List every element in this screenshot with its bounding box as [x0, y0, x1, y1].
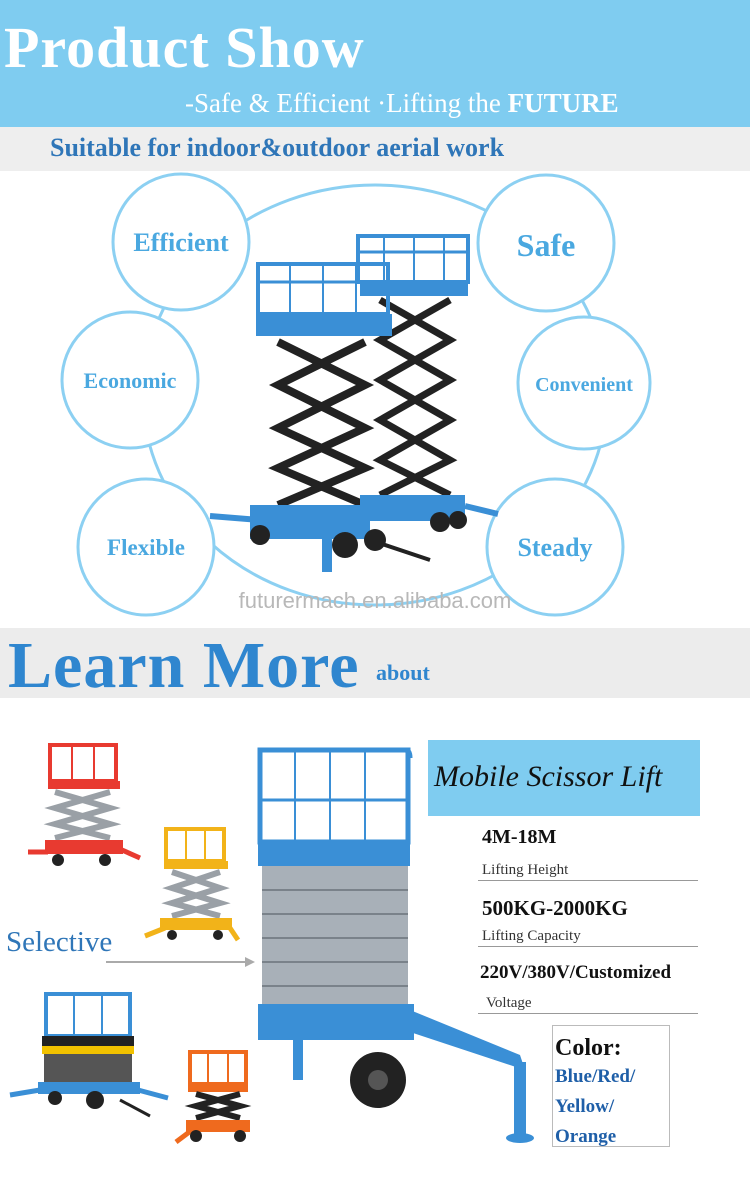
spec-capacity-value: 500KG-2000KG	[482, 896, 628, 920]
header-subtitle: -Safe & Efficient ·Lifting the FUTURE	[185, 88, 619, 119]
product-name-box	[428, 740, 700, 816]
learn-more-suffix: about	[376, 660, 430, 685]
color-title: Color:	[555, 1035, 622, 1061]
yellow-lift-image	[144, 827, 241, 942]
subtitle-emphasis: FUTURE	[507, 88, 619, 118]
subtitle-prefix: -Safe & Efficient ·Lifting the	[185, 88, 508, 118]
website-watermark: futurermach.en.alibaba.com	[238, 588, 512, 613]
selective-label: Selective	[6, 926, 113, 958]
spec-divider	[478, 880, 698, 881]
feature-label-steady: Steady	[517, 533, 592, 562]
spec-height-value: 4M-18M	[482, 826, 557, 848]
spec-voltage-label: Voltage	[486, 995, 532, 1011]
color-option: Orange	[555, 1126, 617, 1147]
red-lift-image	[28, 743, 142, 866]
feature-label-economic: Economic	[84, 368, 177, 393]
learn-more-title: Learn More	[8, 629, 360, 702]
product-variants-illustration	[9, 743, 534, 1144]
spec-voltage-value: 220V/380V/Customized	[480, 962, 672, 983]
usage-banner-text: Suitable for indoor&outdoor aerial work	[50, 133, 505, 162]
feature-label-safe: Safe	[517, 227, 576, 263]
feature-circle-steady: Steady	[485, 477, 625, 617]
color-options-box	[552, 1025, 670, 1147]
page-title: Product Show	[4, 15, 365, 80]
feature-circle-flexible: Flexible	[76, 477, 216, 617]
header-banner	[0, 0, 750, 127]
spec-height-label: Lifting Height	[482, 862, 569, 878]
feature-label-flexible: Flexible	[107, 535, 185, 560]
scissor-lift-illustration	[209, 234, 499, 572]
arrow-head-icon	[245, 957, 255, 967]
feature-diagram: Efficient Safe Economic Convenient Flexi…	[60, 172, 652, 617]
learn-more-band	[0, 628, 750, 698]
orange-lift-image	[174, 1050, 252, 1144]
feature-circle-convenient: Convenient	[516, 315, 652, 451]
spec-capacity-label: Lifting Capacity	[482, 928, 581, 944]
color-option: Yellow/	[555, 1096, 615, 1117]
subtitle-band	[0, 127, 750, 171]
feature-circle-safe: Safe	[476, 173, 616, 313]
mobile-scissor-lift-image	[257, 747, 534, 1143]
feature-circle-economic: Economic	[60, 310, 200, 450]
feature-label-efficient: Efficient	[133, 228, 229, 257]
spec-divider	[478, 946, 698, 947]
blue-lift-image	[9, 992, 169, 1118]
spec-divider	[478, 1013, 698, 1014]
color-option: Blue/Red/	[555, 1066, 636, 1087]
feature-circle-efficient: Efficient	[111, 172, 251, 312]
product-name: Mobile Scissor Lift	[434, 760, 663, 793]
feature-label-convenient: Convenient	[535, 374, 633, 396]
